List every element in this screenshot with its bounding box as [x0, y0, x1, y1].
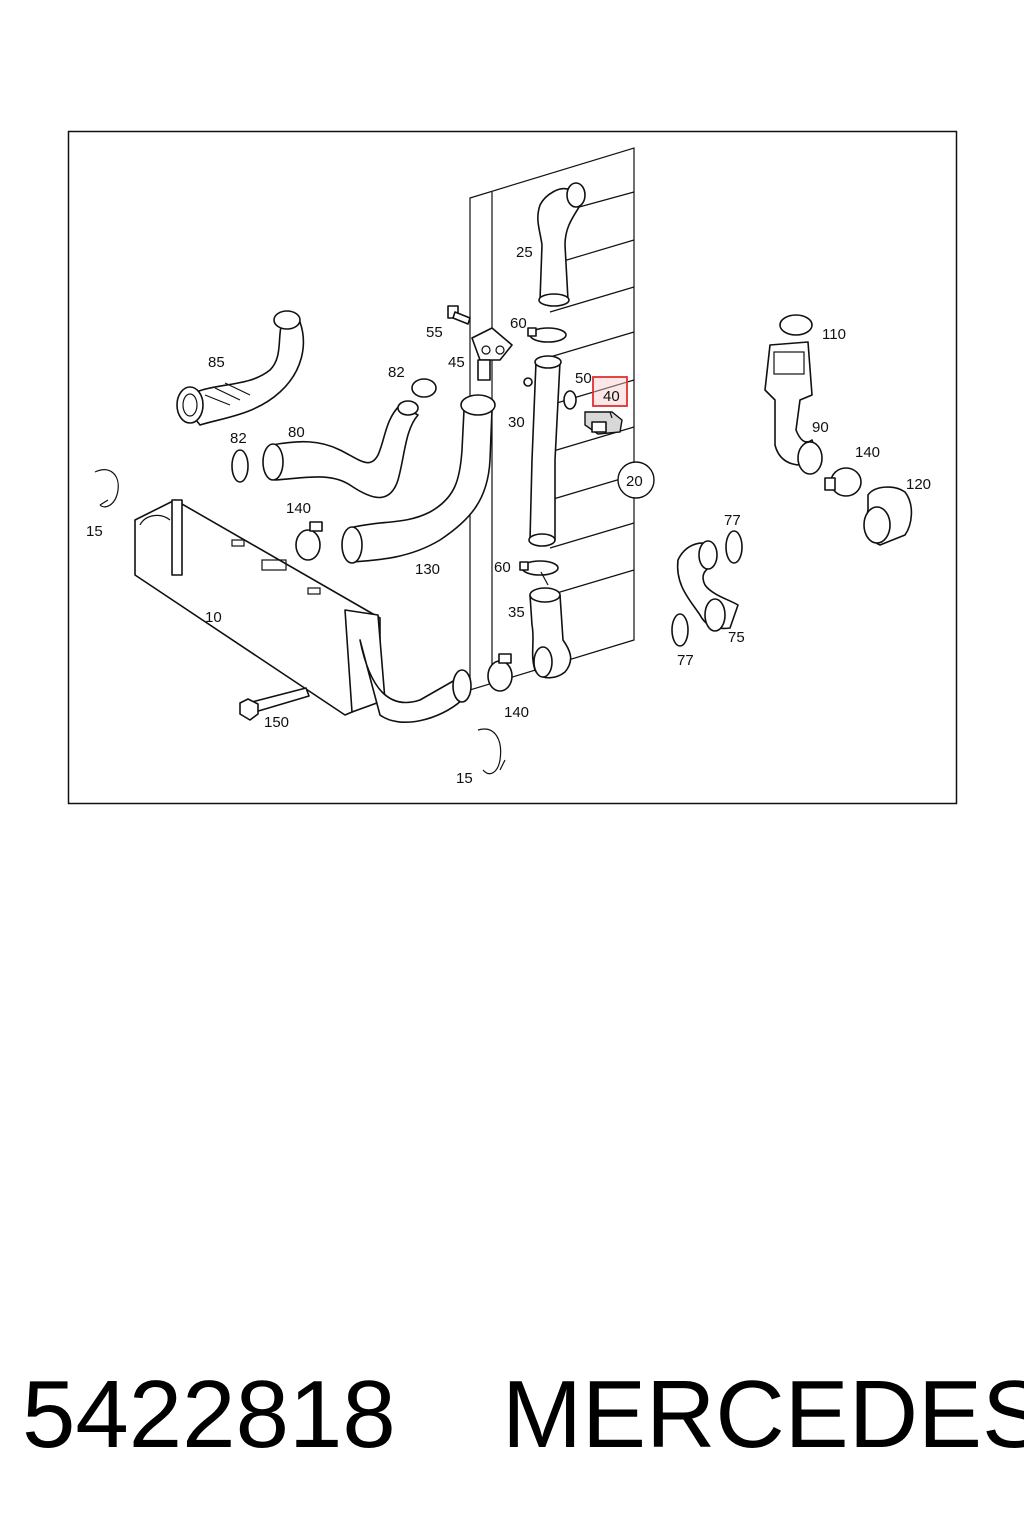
hose-80 [262, 400, 419, 499]
brand-name: MERCEDES [502, 1361, 1024, 1468]
label-10: 10 [205, 609, 222, 626]
hose-25 [537, 182, 586, 307]
hose-35 [529, 587, 572, 679]
label-35: 35 [508, 604, 525, 621]
label-130: 130 [415, 561, 440, 578]
hose-85 [176, 310, 305, 426]
intercooler-10 [134, 499, 472, 723]
label-15a: 15 [86, 523, 103, 540]
label-120: 120 [906, 476, 931, 493]
label-75: 75 [728, 629, 745, 646]
ring-77a [725, 530, 743, 564]
label-55: 55 [426, 324, 443, 341]
clamp-60a [527, 327, 567, 343]
label-50: 50 [575, 370, 592, 387]
ring-110 [779, 314, 813, 336]
label-30: 30 [508, 414, 525, 431]
label-150: 150 [264, 714, 289, 731]
label-60b: 60 [494, 559, 511, 576]
clamp-140b [487, 653, 513, 692]
fastener-15a [94, 469, 119, 508]
label-77b: 77 [677, 652, 694, 669]
label-25: 25 [516, 244, 533, 261]
ring-82b [411, 378, 437, 398]
housing-90 [764, 341, 823, 475]
label-45: 45 [448, 354, 465, 371]
washer-50 [563, 390, 577, 410]
label-110: 110 [822, 326, 846, 343]
ring-82a [231, 449, 249, 483]
leader-lines [540, 411, 613, 586]
label-85: 85 [208, 354, 225, 371]
label-80: 80 [288, 424, 305, 441]
label-90: 90 [812, 419, 829, 436]
sensor-40 [584, 411, 623, 435]
bracket-45 [471, 327, 513, 381]
highlight-box-40 [592, 376, 628, 407]
label-140c: 140 [855, 444, 880, 461]
clamp-60b [519, 560, 559, 576]
label-77a: 77 [724, 512, 741, 529]
product-caption: 5422818 MERCEDES [22, 1350, 1024, 1480]
callout-20 [617, 461, 655, 499]
label-20: 20 [626, 473, 643, 490]
label-82b: 82 [388, 364, 405, 381]
label-40: 40 [603, 388, 620, 405]
pipe-30 [523, 355, 562, 547]
label-140b: 140 [504, 704, 529, 721]
fastener-15b [477, 728, 506, 775]
ring-77b [671, 613, 689, 647]
parts-diagram: 85 82 80 82 55 45 25 60 50 40 30 20 15 1… [67, 130, 958, 805]
label-60a: 60 [510, 315, 527, 332]
hose-75 [676, 540, 739, 632]
part-number: 5422818 [22, 1361, 396, 1468]
part-labels: 85 82 80 82 55 45 25 60 50 40 30 20 15 1… [86, 244, 931, 787]
label-140a: 140 [286, 500, 311, 517]
clamp-140c [824, 467, 862, 497]
elbow-120 [863, 486, 913, 546]
label-15b: 15 [456, 770, 473, 787]
clamp-140a [295, 521, 323, 561]
hose-130 [341, 394, 496, 564]
label-82a: 82 [230, 430, 247, 447]
bolt-55 [447, 305, 471, 325]
bolt-150 [239, 687, 310, 721]
